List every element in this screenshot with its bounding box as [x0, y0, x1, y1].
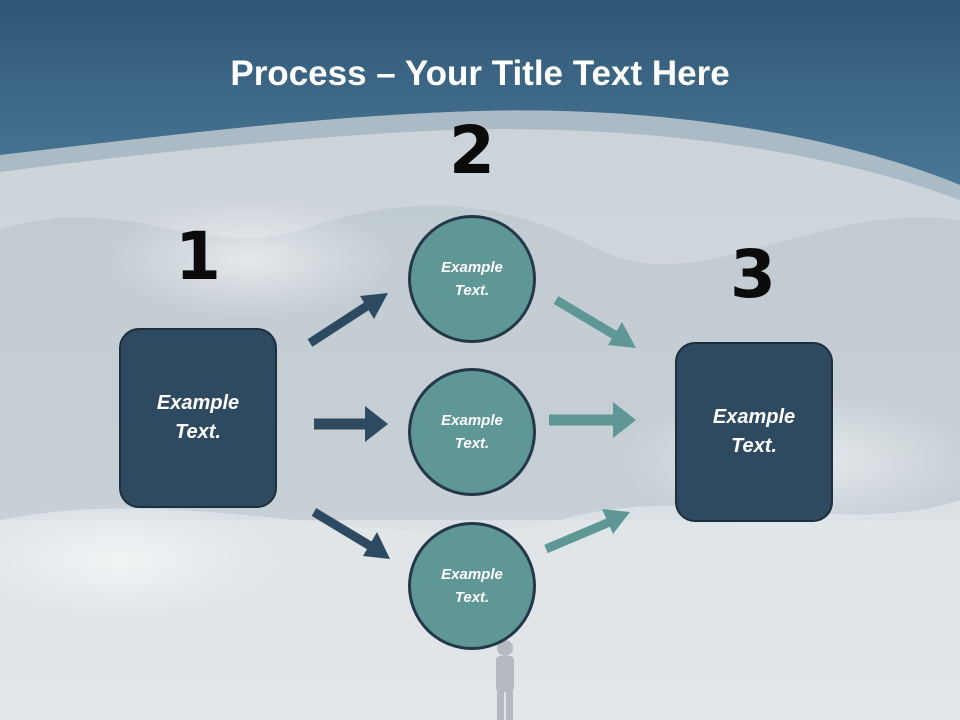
- circle-text: Example Text.: [441, 566, 503, 606]
- right-box: Example Text.: [675, 342, 833, 522]
- left-box-text: Example Text.: [156, 392, 240, 443]
- arrow-to-center-circle: [314, 406, 388, 442]
- arrow-from-bottom-circle: [544, 509, 630, 554]
- person-silhouette: [496, 640, 514, 720]
- arrow-from-center-circle: [549, 402, 636, 438]
- right-box-text: Example Text.: [712, 406, 796, 457]
- circle-text: Example Text.: [441, 412, 503, 452]
- step-number-3: 3: [730, 236, 776, 313]
- middle-circle-center: Example Text.: [408, 368, 536, 496]
- step-number-1: 1: [175, 218, 221, 295]
- arrow-from-top-circle: [553, 296, 636, 348]
- arrow-to-bottom-circle: [311, 508, 390, 559]
- middle-circle-bottom: Example Text.: [408, 522, 536, 650]
- middle-circle-top: Example Text.: [408, 215, 536, 343]
- title-rest: – Your Title Text Here: [366, 54, 730, 93]
- slide-title: Process – Your Title Text Here: [0, 52, 960, 96]
- title-bold: Process: [230, 54, 367, 93]
- step-number-2: 2: [449, 112, 495, 189]
- arrow-to-top-circle: [307, 293, 388, 347]
- left-box: Example Text.: [119, 328, 277, 508]
- circle-text: Example Text.: [441, 259, 503, 299]
